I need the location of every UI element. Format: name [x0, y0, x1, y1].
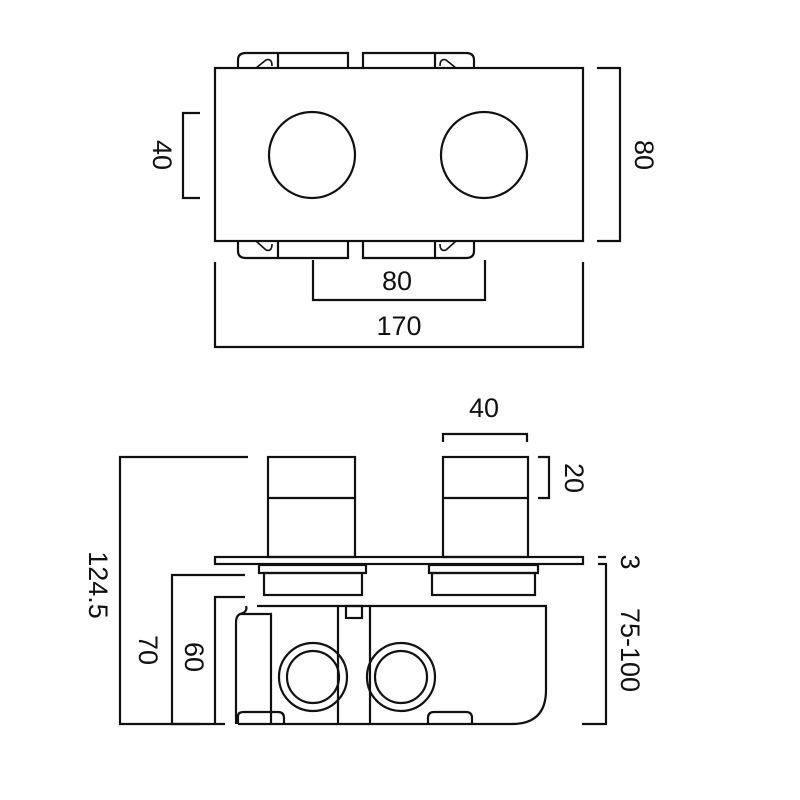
- top-view: 40 80 80 170: [147, 51, 659, 349]
- dim-overall-depth: 124.5: [83, 551, 113, 619]
- dim-line-knob-diameter: [181, 111, 200, 200]
- dim-plate-width: 170: [376, 311, 421, 341]
- dim-line-plate-width: [213, 262, 585, 349]
- dim-line-overall-depth: [118, 455, 248, 726]
- dim-plate-height: 80: [629, 140, 659, 170]
- dim-body-inner: 60: [179, 642, 209, 672]
- dim-plate-thickness: 3: [615, 554, 645, 569]
- dim-wall-depth-range: 75-100: [615, 608, 645, 692]
- left-knob-side: [266, 455, 357, 559]
- right-knob: [439, 110, 529, 200]
- dim-line-knob-spacing: [311, 260, 487, 302]
- dim-line-body-outer: [170, 573, 245, 726]
- side-view: 40 20 124.5 70: [83, 393, 645, 726]
- right-knob-side: [441, 455, 530, 559]
- dim-line-body-inner: [213, 595, 245, 724]
- dim-knob-depth: 20: [559, 463, 589, 493]
- cover-plate-side: [213, 555, 585, 566]
- mounting-brackets: [236, 51, 476, 260]
- dim-body-outer: 70: [133, 635, 163, 665]
- dim-line-knob-depth: [538, 455, 551, 500]
- dim-line-plate-thickness: [582, 555, 608, 726]
- dim-knob-width: 40: [469, 393, 499, 423]
- dim-knob-diameter: 40: [147, 140, 177, 170]
- dim-line-knob-width: [441, 432, 529, 442]
- valve-body: [234, 563, 548, 726]
- left-knob: [267, 110, 357, 200]
- dim-line-plate-height: [597, 66, 622, 243]
- dim-knob-spacing: 80: [382, 266, 412, 296]
- cover-plate: [213, 66, 585, 243]
